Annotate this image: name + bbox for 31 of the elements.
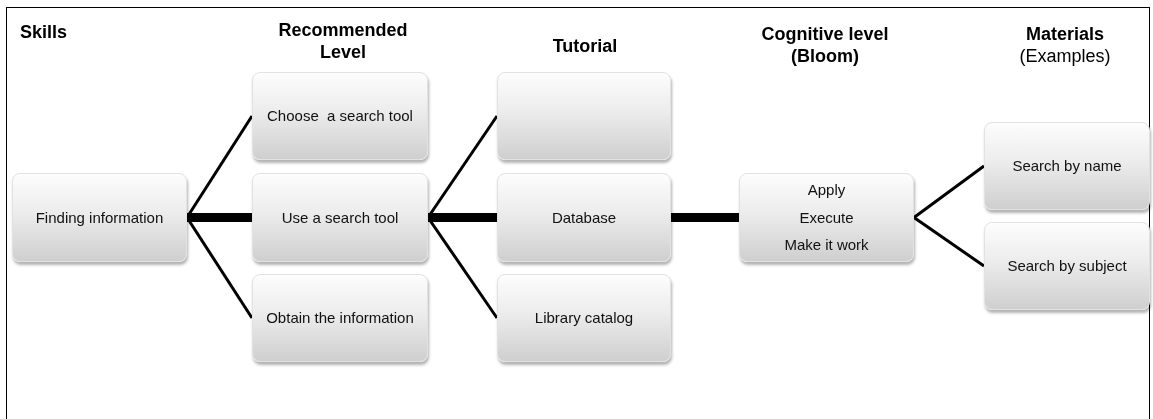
box-text: Database — [551, 208, 617, 227]
rounded-box — [252, 173, 428, 262]
box-text: Search by name — [1012, 157, 1122, 175]
rounded-box — [497, 274, 671, 362]
connector-line — [671, 213, 739, 222]
connector-line — [428, 213, 497, 222]
column-heading: Cognitive level (Bloom) — [760, 24, 890, 68]
connector-line — [187, 213, 252, 222]
rounded-box — [12, 173, 187, 262]
rounded-box — [984, 222, 1150, 310]
rounded-box — [984, 122, 1150, 210]
rounded-box — [252, 72, 428, 160]
box-text: Execute — [799, 207, 854, 228]
box-text: Library catalog — [534, 309, 634, 327]
rounded-box — [252, 274, 428, 362]
rounded-box — [497, 173, 671, 262]
box-text: Apply — [807, 179, 846, 200]
rounded-box — [739, 173, 914, 262]
box-text: Search by subject — [1007, 257, 1127, 275]
box-text: Choose a search tool — [267, 107, 413, 125]
column-heading: Recommended Level — [277, 20, 409, 64]
box-text: Finding information — [35, 208, 164, 227]
column-heading: Skills — [20, 22, 69, 44]
connector-line — [913, 164, 985, 219]
column-heading: Tutorial — [551, 36, 619, 58]
box-text: Obtain the information — [266, 309, 414, 327]
connector-line — [913, 216, 985, 268]
rounded-box — [497, 72, 671, 160]
column-heading: Materials (Examples) — [1018, 24, 1112, 68]
box-text: Use a search tool — [281, 208, 399, 227]
box-text: Make it work — [784, 235, 869, 256]
